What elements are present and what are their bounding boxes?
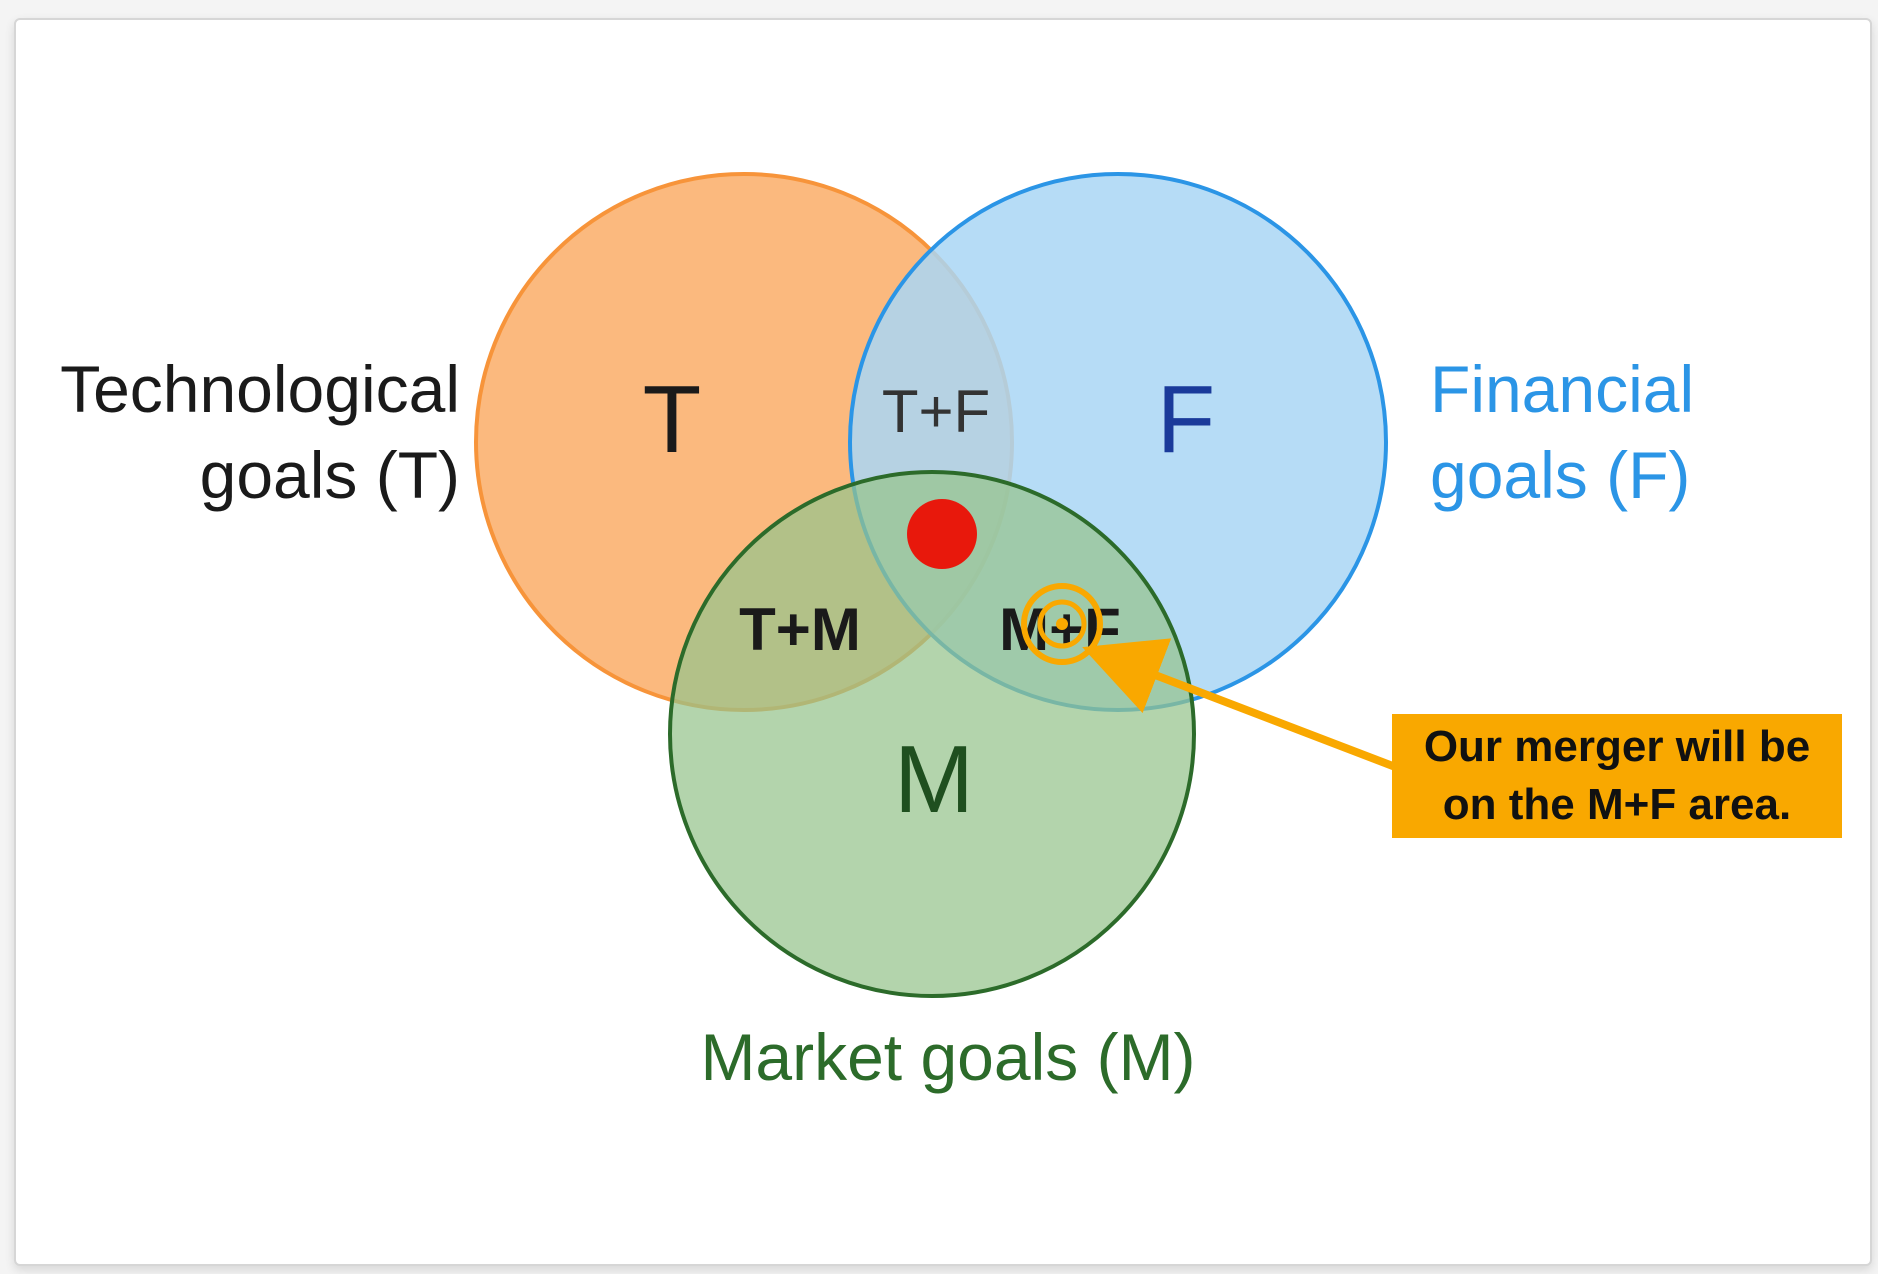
callout-line2: on the M+F area. xyxy=(1442,780,1792,829)
callout-box: Our merger will be on the M+F area. xyxy=(1392,714,1842,838)
technological-letter: T xyxy=(643,366,702,473)
market-letter: M xyxy=(894,726,974,833)
market-label: Market goals (M) xyxy=(700,1020,1195,1094)
technological-label-line1: Technological xyxy=(60,352,460,426)
target-icon xyxy=(1021,583,1103,665)
callout-line1: Our merger will be xyxy=(1423,722,1811,771)
financial-letter: F xyxy=(1157,366,1216,473)
intersection-t-f-label: T+F xyxy=(882,378,990,445)
center-dot xyxy=(907,499,977,569)
technological-label-line2: goals (T) xyxy=(200,438,460,512)
financial-label-line2: goals (F) xyxy=(1430,438,1690,512)
callout-arrow xyxy=(1082,638,1400,772)
intersection-t-m-label: T+M xyxy=(739,596,861,663)
financial-label-line1: Financial xyxy=(1430,352,1694,426)
